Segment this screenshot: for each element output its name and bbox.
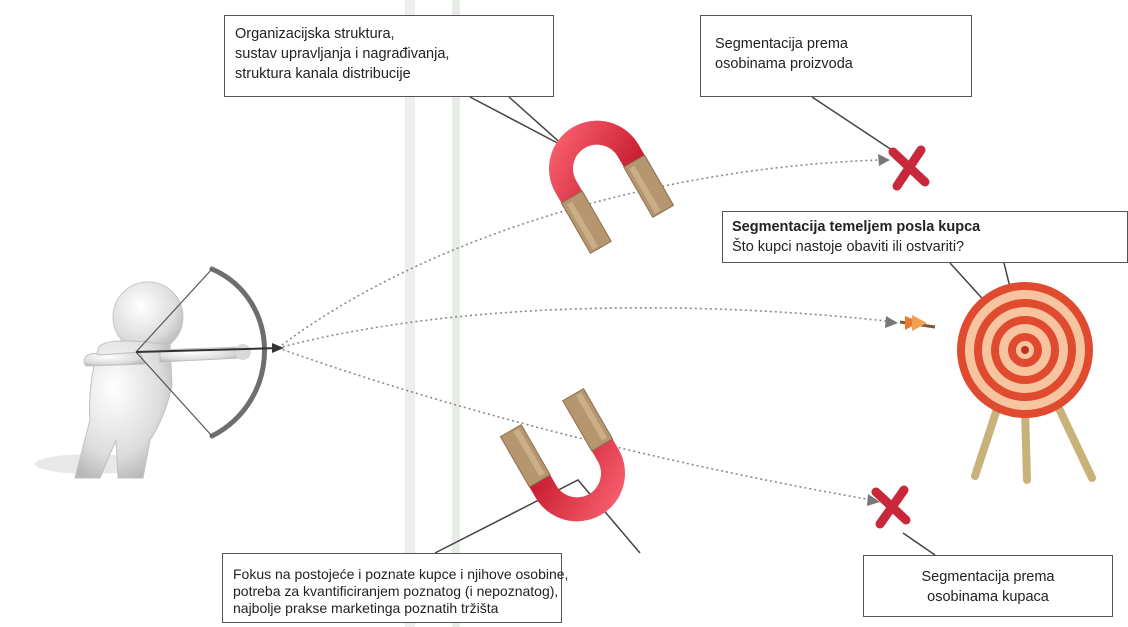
archery-target-icon <box>957 282 1096 484</box>
callout-job-question: Što kupci nastoje obaviti ili ostvariti? <box>732 239 965 255</box>
arrow-icon <box>899 315 936 331</box>
pointer-customers <box>902 532 936 556</box>
magnet-icon-lower <box>499 388 625 522</box>
callout-customers-line-1: Segmentacija prema <box>921 569 1055 585</box>
trajectory-arrowheads <box>867 154 898 506</box>
archer-figure-icon <box>35 266 284 479</box>
x-mark-icon-upper <box>888 145 930 191</box>
callout-organization: Organizacijska struktura, sustav upravlj… <box>224 15 554 97</box>
pointer-focus <box>434 479 641 554</box>
callout-organization-line-3: struktura kanala distribucije <box>235 66 411 82</box>
background-band <box>405 0 415 627</box>
pointer-organization <box>469 96 566 148</box>
callout-customer-job: Segmentacija temeljem posla kupca Što ku… <box>722 211 1128 263</box>
callout-job-title: Segmentacija temeljem posla kupca <box>732 219 981 235</box>
background-band-green <box>452 0 460 627</box>
trajectory-middle <box>277 307 896 349</box>
callout-focus-line-1: Fokus na postojeće i poznate kupce i nji… <box>233 566 569 582</box>
callout-focus-line-3: najbolje prakse marketinga poznatih trži… <box>233 600 499 616</box>
callout-focus-known: Fokus na postojeće i poznate kupce i nji… <box>222 553 569 623</box>
callout-product-line-2: osobinama proizvoda <box>715 56 853 72</box>
arrowhead-lower <box>867 494 880 506</box>
trajectory-lower <box>277 347 873 501</box>
callout-focus-line-2: potreba za kvantificiranjem poznatog (i … <box>233 583 559 599</box>
callout-customer-attributes: Segmentacija prema osobinama kupaca <box>863 555 1113 617</box>
callout-product-line-1: Segmentacija prema <box>715 36 848 52</box>
x-mark-icon-lower <box>871 485 911 529</box>
arrowhead-middle <box>885 316 898 328</box>
callout-organization-line-2: sustav upravljanja i nagrađivanja, <box>235 46 450 62</box>
arrowhead-upper <box>878 154 890 166</box>
callout-product-attributes: Segmentacija prema osobinama proizvoda <box>700 15 972 97</box>
callout-organization-line-1: Organizacijska struktura, <box>235 26 395 42</box>
magnet-icon-upper <box>549 120 675 254</box>
callout-customers-line-2: osobinama kupaca <box>927 589 1049 605</box>
